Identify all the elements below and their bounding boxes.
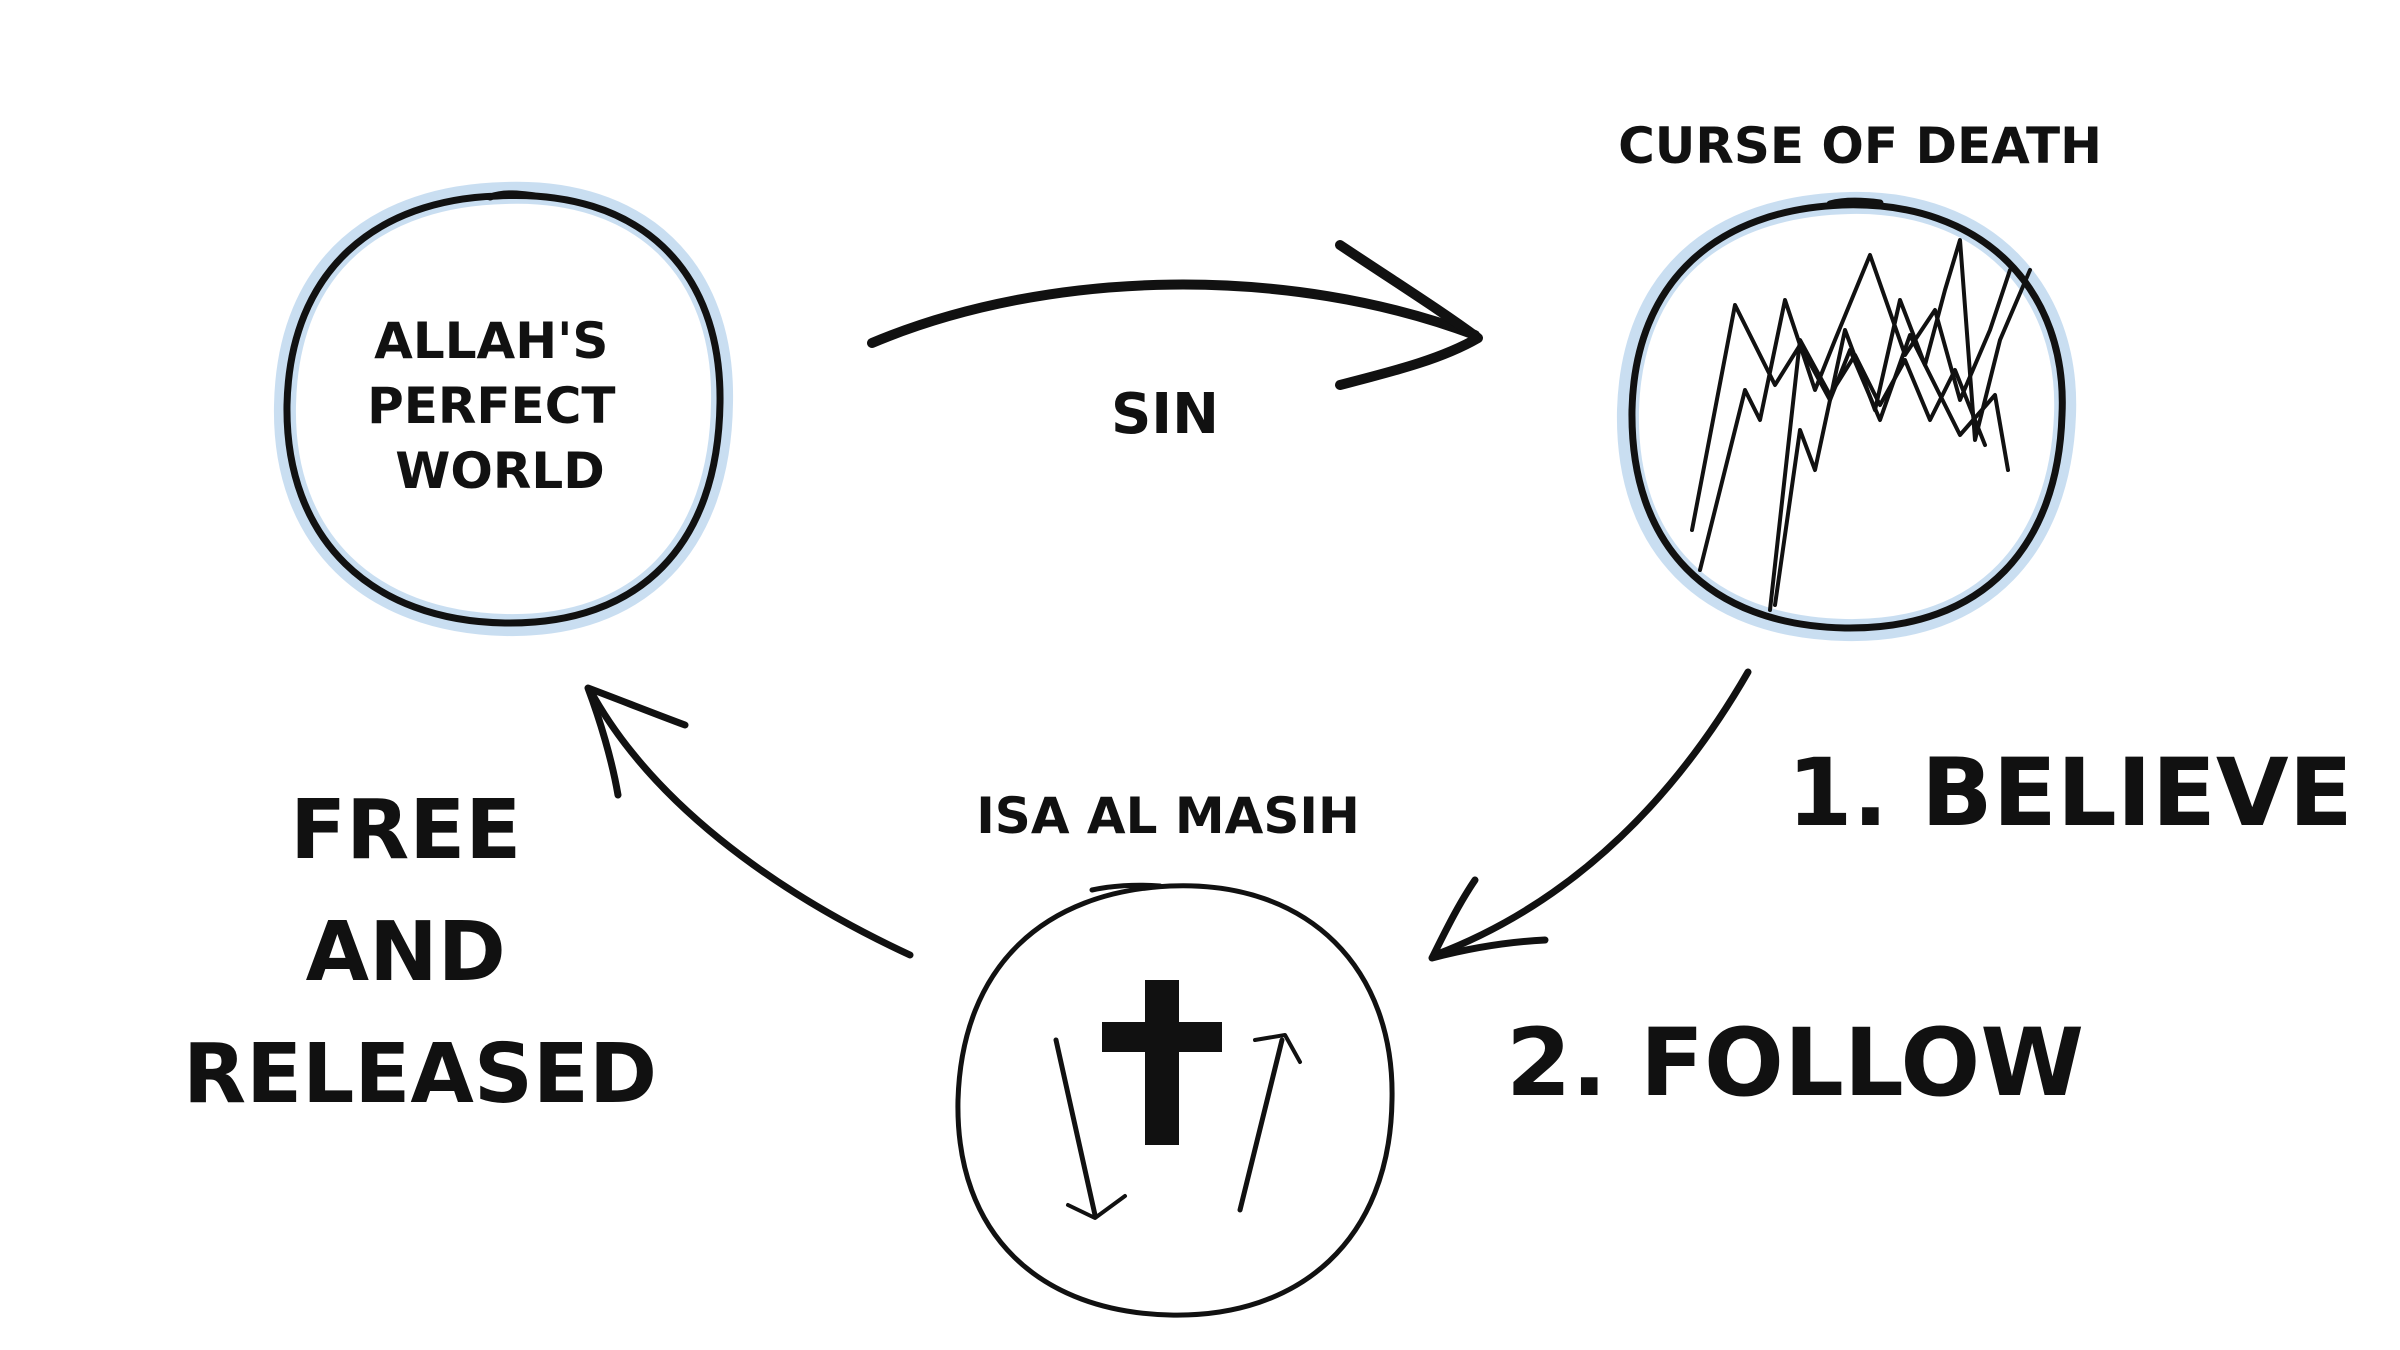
down-arrow-shaft [1053, 1037, 1098, 1218]
zigzag-dark-line [1698, 253, 2012, 572]
curse-of-death-node: CURSE OF DEATH [1616, 117, 2102, 642]
cross-icon [1102, 980, 1222, 1145]
down-arrow-head [1066, 1194, 1127, 1220]
sin-edge: SIN [867, 240, 1483, 447]
isa-arrowhead [1428, 876, 1549, 962]
up-arrow-head [1253, 1033, 1302, 1064]
free-label: FREE AND RELEASED [183, 783, 657, 1122]
zigzag-lines-icon [1690, 238, 2032, 612]
cross-horizontal-bar [1102, 1022, 1222, 1052]
up-arrow-shaft [1237, 1037, 1285, 1213]
zigzag-dark-line-2 [1773, 238, 2032, 607]
free-line-2: AND [306, 905, 506, 1000]
steps-list: 1. BELIEVE 2. FOLLOW [1506, 739, 2353, 1118]
free-arrow-shaft [586, 686, 914, 959]
sin-label: SIN [1111, 382, 1219, 447]
sin-arrowhead [1335, 240, 1483, 390]
zigzag-faint-line-2 [1768, 338, 1987, 612]
free-line-3: RELEASED [183, 1027, 657, 1122]
free-edge: FREE AND RELEASED [183, 684, 914, 1122]
step-believe: 1. BELIEVE [1787, 739, 2353, 848]
up-arrow-icon [1237, 1033, 1302, 1213]
perfect-world-circle [283, 190, 724, 627]
perfect-world-line-3: WORLD [395, 442, 605, 500]
perfect-world-label: ALLAH'S PERFECT WORLD [367, 312, 633, 500]
down-arrow-icon [1053, 1037, 1127, 1220]
return-to-isa-edge [1428, 668, 1752, 962]
cross-vertical-bar [1145, 980, 1179, 1145]
step-follow: 2. FOLLOW [1506, 1009, 2084, 1118]
perfect-world-line-2: PERFECT [367, 377, 615, 435]
free-line-1: FREE [290, 783, 521, 878]
isa-al-masih-circle [955, 882, 1395, 1318]
sin-arrow-shaft [867, 279, 1480, 348]
isa-al-masih-node: ISA AL MASIH [955, 787, 1395, 1318]
isa-arrow-shaft [1431, 668, 1752, 959]
free-arrow-head [584, 684, 689, 799]
curse-of-death-title: CURSE OF DEATH [1618, 117, 2102, 175]
perfect-world-node: ALLAH'S PERFECT WORLD [273, 181, 734, 637]
isa-al-masih-title: ISA AL MASIH [976, 787, 1360, 845]
perfect-world-line-1: ALLAH'S [374, 312, 608, 370]
curse-of-death-circle [1628, 197, 2066, 632]
